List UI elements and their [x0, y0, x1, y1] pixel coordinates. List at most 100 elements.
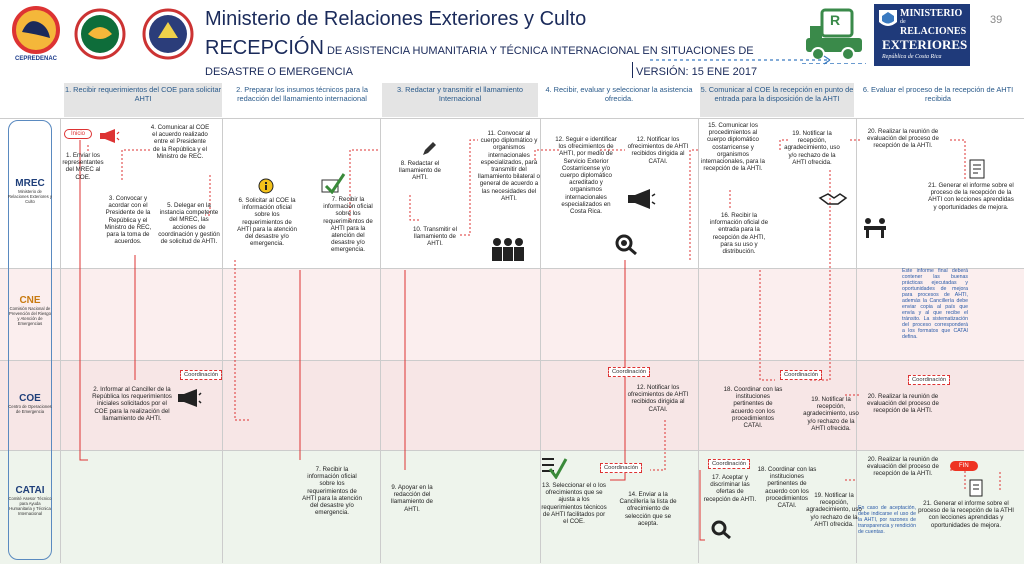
megaphone-icon [100, 129, 120, 143]
step-21b: 21. Generar el informe sobre el proceso … [918, 500, 1014, 529]
end-node: FIN [950, 461, 978, 471]
coordination-box: Coordinación [780, 370, 823, 380]
step-17: 17. Aceptar y discriminar las ofertas de… [703, 474, 757, 503]
version-divider [632, 62, 633, 78]
step-20c: 20. Realizar la reunión de evaluación de… [867, 456, 939, 478]
lane-label-catai: CATAI Comité Asesor Técnico para Ayuda H… [8, 485, 52, 516]
pen-icon [423, 142, 436, 155]
ministerio-line4: EXTERIORES [882, 37, 968, 52]
step-19b: 19. Notificar la recepción, agradecimien… [803, 396, 859, 432]
lane-title: CNE [19, 295, 41, 306]
step-2: 2. Informar al Canciller de la República… [92, 386, 172, 422]
step-11: 11. Convocar al cuerpo diplomático y org… [478, 130, 540, 202]
coordination-box: Coordinación [908, 375, 951, 385]
lane-subtitle: Centro de Operaciones de Emergencia [8, 404, 52, 414]
seal-icon [142, 8, 194, 60]
page-subtitle: RECEPCIÓN DE ASISTENCIA HUMANITARIA Y TÉ… [205, 37, 754, 60]
coordination-box: Coordinación [708, 459, 751, 469]
phase-header-1: 1. Recibir requerimientos del COE para s… [64, 83, 222, 117]
lane-title: MREC [15, 178, 45, 189]
phase-header-3: 3. Redactar y transmitir el llamamiento … [382, 83, 538, 117]
truck-icon [802, 8, 866, 65]
truck-logo: R [800, 4, 868, 65]
subtitle-small: DE ASISTENCIA HUMANITARIA Y TÉCNICA INTE… [323, 45, 754, 57]
lane-label-mrec: MREC Ministerio de Relaciones Exteriores… [8, 178, 52, 204]
step-9: 9. Apoyar en la redacción del llamamient… [391, 484, 433, 513]
phase-header-2: 2. Preparar los insumos técnicos para la… [236, 85, 368, 103]
checklist-icon [321, 173, 346, 194]
col-divider [856, 118, 857, 563]
cnr-seal [138, 4, 198, 64]
handshake-icon [818, 193, 848, 205]
lane-title: COE [19, 393, 41, 404]
megaphone-icon [628, 189, 656, 209]
coordination-box: Coordinación [180, 370, 223, 380]
cepredenac-emblem-icon [12, 6, 60, 54]
phase-header-5: 5. Comunicar al COE la recepción en punt… [700, 83, 854, 117]
step-15: 15. Comunicar los procedimientos al cuer… [701, 122, 765, 173]
cepredenac-seal [70, 4, 130, 64]
step-18b: 18. Coordinar con las instituciones pert… [757, 466, 817, 510]
ministerio-logo: MINISTERIO de RELACIONES EXTERIORES Repú… [874, 4, 970, 66]
step-19a: 19. Notificar la recepción, agradecimien… [784, 130, 840, 166]
step-3: 3. Convocar y acordar con el Presidente … [104, 195, 152, 246]
lane-coe [0, 360, 1024, 451]
step-21a: 21. Generar el informe sobre el proceso … [928, 182, 1014, 211]
step-18a: 18. Coordinar con las instituciones pert… [723, 386, 783, 430]
col-divider [380, 118, 381, 563]
start-node: Inicio [64, 129, 93, 139]
report-icon [969, 479, 983, 497]
subtitle-big: RECEPCIÓN [205, 37, 324, 59]
step-8: 8. Redactar el llamamiento de AHTI. [399, 160, 441, 182]
lane-subtitle: Comité Asesor Técnico para Ayuda Humanit… [8, 496, 52, 516]
step-7a: 7. Recibir la información oficial sobre … [323, 196, 373, 254]
coordination-box: Coordinación [608, 367, 651, 377]
step-7b: 7. Recibir la información oficial sobre … [302, 466, 362, 517]
magnifier-icon [711, 520, 731, 540]
step-13: 13. Seleccionar el o los ofrecimientos q… [541, 482, 607, 526]
page-subtitle-line3: DESASTRE O EMERGENCIA [205, 66, 353, 78]
step-5: 5. Delegar en la instancia competente de… [158, 202, 220, 246]
truck-letter: R [830, 12, 841, 28]
step-1: 1. Enviar los representantes del MREC al… [62, 152, 104, 181]
cepredenac-logo: CEPREDENAC [6, 4, 66, 64]
phase-header-6: 6. Evaluar el proceso de la recepción de… [862, 85, 1014, 103]
meeting-icon [864, 218, 886, 238]
cne-note: Este informe final deberá contener las b… [902, 268, 968, 340]
step-12a: 12. Seguir e identificar los ofrecimient… [555, 136, 617, 216]
coordination-box: Coordinación [600, 463, 643, 473]
ministerio-line3: RELACIONES [900, 26, 967, 37]
report-icon [969, 159, 985, 179]
arrow-icon [823, 55, 831, 65]
step-20b: 20. Realizar la reunión de evaluación de… [867, 393, 939, 415]
step-19c: 19. Notificar la recepción, agradecimien… [806, 492, 862, 528]
people-icon [492, 238, 524, 261]
cepredenac-label: CEPREDENAC [14, 56, 57, 62]
header-connector [650, 55, 831, 65]
phase-header-4: 4. Recibir, evaluar y seleccionar la asi… [545, 85, 693, 103]
col-divider [222, 118, 223, 563]
megaphone-icon [178, 389, 202, 407]
lane-label-cne: CNE Comisión Nacional de Prevención del … [8, 295, 52, 326]
ministerio-line5: República de Costa Rica [882, 54, 942, 60]
step-14: 14. Enviar a la Cancillería la lista de … [619, 491, 677, 527]
step-20a: 20. Realizar la reunión de evaluación de… [867, 128, 939, 150]
seal-icon [74, 8, 126, 60]
step-6: 6. Solicitar al COE la información ofici… [237, 197, 297, 248]
catai-note: En caso de aceptación, debe indicarse el… [858, 505, 916, 535]
col-divider [698, 118, 699, 563]
step-10: 10. Transmitir el llamamiento de AHTI. [412, 226, 457, 248]
col-divider [60, 118, 61, 563]
lane-title: CATAI [15, 485, 45, 496]
page-title: Ministerio de Relaciones Exteriores y Cu… [205, 8, 587, 30]
step-16: 16. Recibir la información oficial de en… [709, 212, 769, 256]
lane-mrec [0, 118, 1024, 269]
info-icon [258, 178, 274, 194]
lane-subtitle: Ministerio de Relaciones Exteriores y Cu… [8, 189, 52, 204]
page-number: 39 [990, 14, 1003, 26]
ministerio-line1: MINISTERIO [900, 8, 963, 19]
ministerio-line2: de [900, 19, 906, 25]
coat-of-arms-icon [879, 10, 897, 26]
lane-label-coe: COE Centro de Operaciones de Emergencia [8, 393, 52, 414]
